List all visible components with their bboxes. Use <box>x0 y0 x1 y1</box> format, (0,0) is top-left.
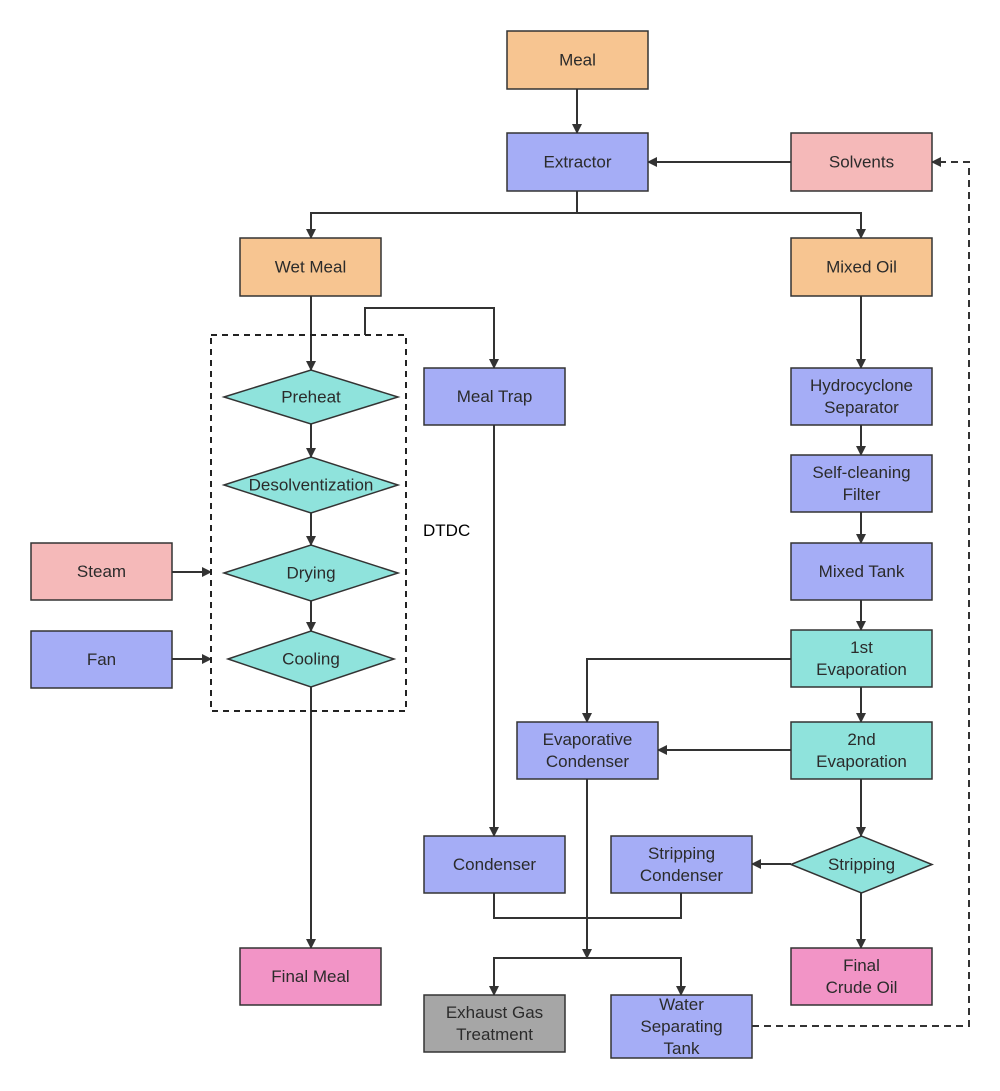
cooling-shape <box>225 630 397 688</box>
evap1-label-line-2: Evaporation <box>816 660 907 679</box>
hydrocyclone-label-line-1: Hydrocyclone <box>810 376 913 395</box>
node-condenser: Condenser <box>423 835 566 894</box>
condenser-shape <box>423 835 566 894</box>
stripping-label-line-1: Stripping <box>828 855 895 874</box>
condenser-label-line-1: Condenser <box>453 855 537 874</box>
meal-trap-label-line-1: Meal Trap <box>457 387 533 406</box>
preheat-shape <box>221 369 401 425</box>
node-cooling: Cooling <box>225 630 397 688</box>
final-meal-shape <box>239 947 382 1006</box>
hydrocyclone-shape <box>790 367 933 426</box>
node-desolventization: Desolventization <box>221 456 401 514</box>
connector-27 <box>587 957 686 996</box>
meal-trap-shape <box>423 367 566 426</box>
exhaust-gas-label-line-2: Treatment <box>456 1025 533 1044</box>
drying-label-line-1: Drying <box>286 564 335 583</box>
solvents-shape <box>790 132 933 192</box>
connectors <box>172 89 970 1027</box>
node-meal-trap: Meal Trap <box>423 367 566 426</box>
final-crude-oil-label-line-2: Crude Oil <box>826 978 898 997</box>
drying-shape <box>221 544 401 602</box>
connector-4 <box>577 212 866 239</box>
node-preheat: Preheat <box>221 369 401 425</box>
fan-label-line-1: Fan <box>87 650 116 669</box>
evap1-shape <box>790 629 933 688</box>
dtdc-group-label: DTDC <box>423 521 470 540</box>
preheat-label-line-1: Preheat <box>281 388 341 407</box>
steam-shape <box>30 542 173 601</box>
meal-label-line-1: Meal <box>559 51 596 70</box>
desolventization-label-line-1: Desolventization <box>249 476 374 495</box>
self-cleaning-filter-shape <box>790 454 933 513</box>
stripping-shape <box>788 835 935 894</box>
water-tank-label-line-3: Tank <box>664 1039 700 1058</box>
node-mixed-tank: Mixed Tank <box>790 542 933 601</box>
node-solvents: Solvents <box>790 132 933 192</box>
fan-shape <box>30 630 173 689</box>
evap-condenser-shape <box>516 721 659 780</box>
final-crude-oil-label-line-1: Final <box>843 956 880 975</box>
self-cleaning-filter-label-line-2: Filter <box>843 485 881 504</box>
stripping-condenser-shape <box>610 835 753 894</box>
final-meal-label-line-1: Final Meal <box>271 967 349 986</box>
stripping-condenser-label-line-1: Stripping <box>648 844 715 863</box>
meal-shape <box>506 30 649 90</box>
node-steam: Steam <box>30 542 173 601</box>
steam-label-line-1: Steam <box>77 562 126 581</box>
evap-condenser-label-line-1: Evaporative <box>543 730 633 749</box>
connector-28 <box>752 157 970 1027</box>
evap2-shape <box>790 721 933 780</box>
water-tank-shape <box>610 994 753 1059</box>
connector-26 <box>489 957 587 996</box>
mixed-oil-shape <box>790 237 933 297</box>
extractor-label-line-1: Extractor <box>543 153 611 172</box>
node-meal: Meal <box>506 30 649 90</box>
water-tank-label-line-2: Separating <box>640 1017 722 1036</box>
exhaust-gas-label-line-1: Exhaust Gas <box>446 1003 543 1022</box>
desolventization-shape <box>221 456 401 514</box>
evap-condenser-label-line-2: Condenser <box>546 752 630 771</box>
hydrocyclone-label-line-2: Separator <box>824 398 899 417</box>
connector-6 <box>364 307 499 369</box>
evap2-label-line-1: 2nd <box>847 730 875 749</box>
stripping-condenser-label-line-2: Condenser <box>640 866 724 885</box>
evap2-label-line-2: Evaporation <box>816 752 907 771</box>
node-wet-meal: Wet Meal <box>239 237 382 297</box>
mixed-tank-shape <box>790 542 933 601</box>
connector-18 <box>582 658 791 723</box>
evap1-label-line-1: 1st <box>850 638 873 657</box>
node-drying: Drying <box>221 544 401 602</box>
node-final-meal: Final Meal <box>239 947 382 1006</box>
wet-meal-label-line-1: Wet Meal <box>275 258 347 277</box>
connector-25 <box>493 893 682 919</box>
node-stripping: Stripping <box>788 835 935 894</box>
extractor-shape <box>506 132 649 192</box>
node-mixed-oil: Mixed Oil <box>790 237 933 297</box>
water-tank-label-line-1: Water <box>659 995 704 1014</box>
solvents-label-line-1: Solvents <box>829 153 894 172</box>
self-cleaning-filter-label-line-1: Self-cleaning <box>812 463 910 482</box>
wet-meal-shape <box>239 237 382 297</box>
node-extractor: Extractor <box>506 132 649 192</box>
node-fan: Fan <box>30 630 173 689</box>
connector-3 <box>306 191 578 239</box>
mixed-oil-label-line-1: Mixed Oil <box>826 258 897 277</box>
cooling-label-line-1: Cooling <box>282 650 340 669</box>
final-crude-oil-shape <box>790 947 933 1006</box>
exhaust-gas-shape <box>423 994 566 1053</box>
mixed-tank-label-line-1: Mixed Tank <box>819 562 905 581</box>
